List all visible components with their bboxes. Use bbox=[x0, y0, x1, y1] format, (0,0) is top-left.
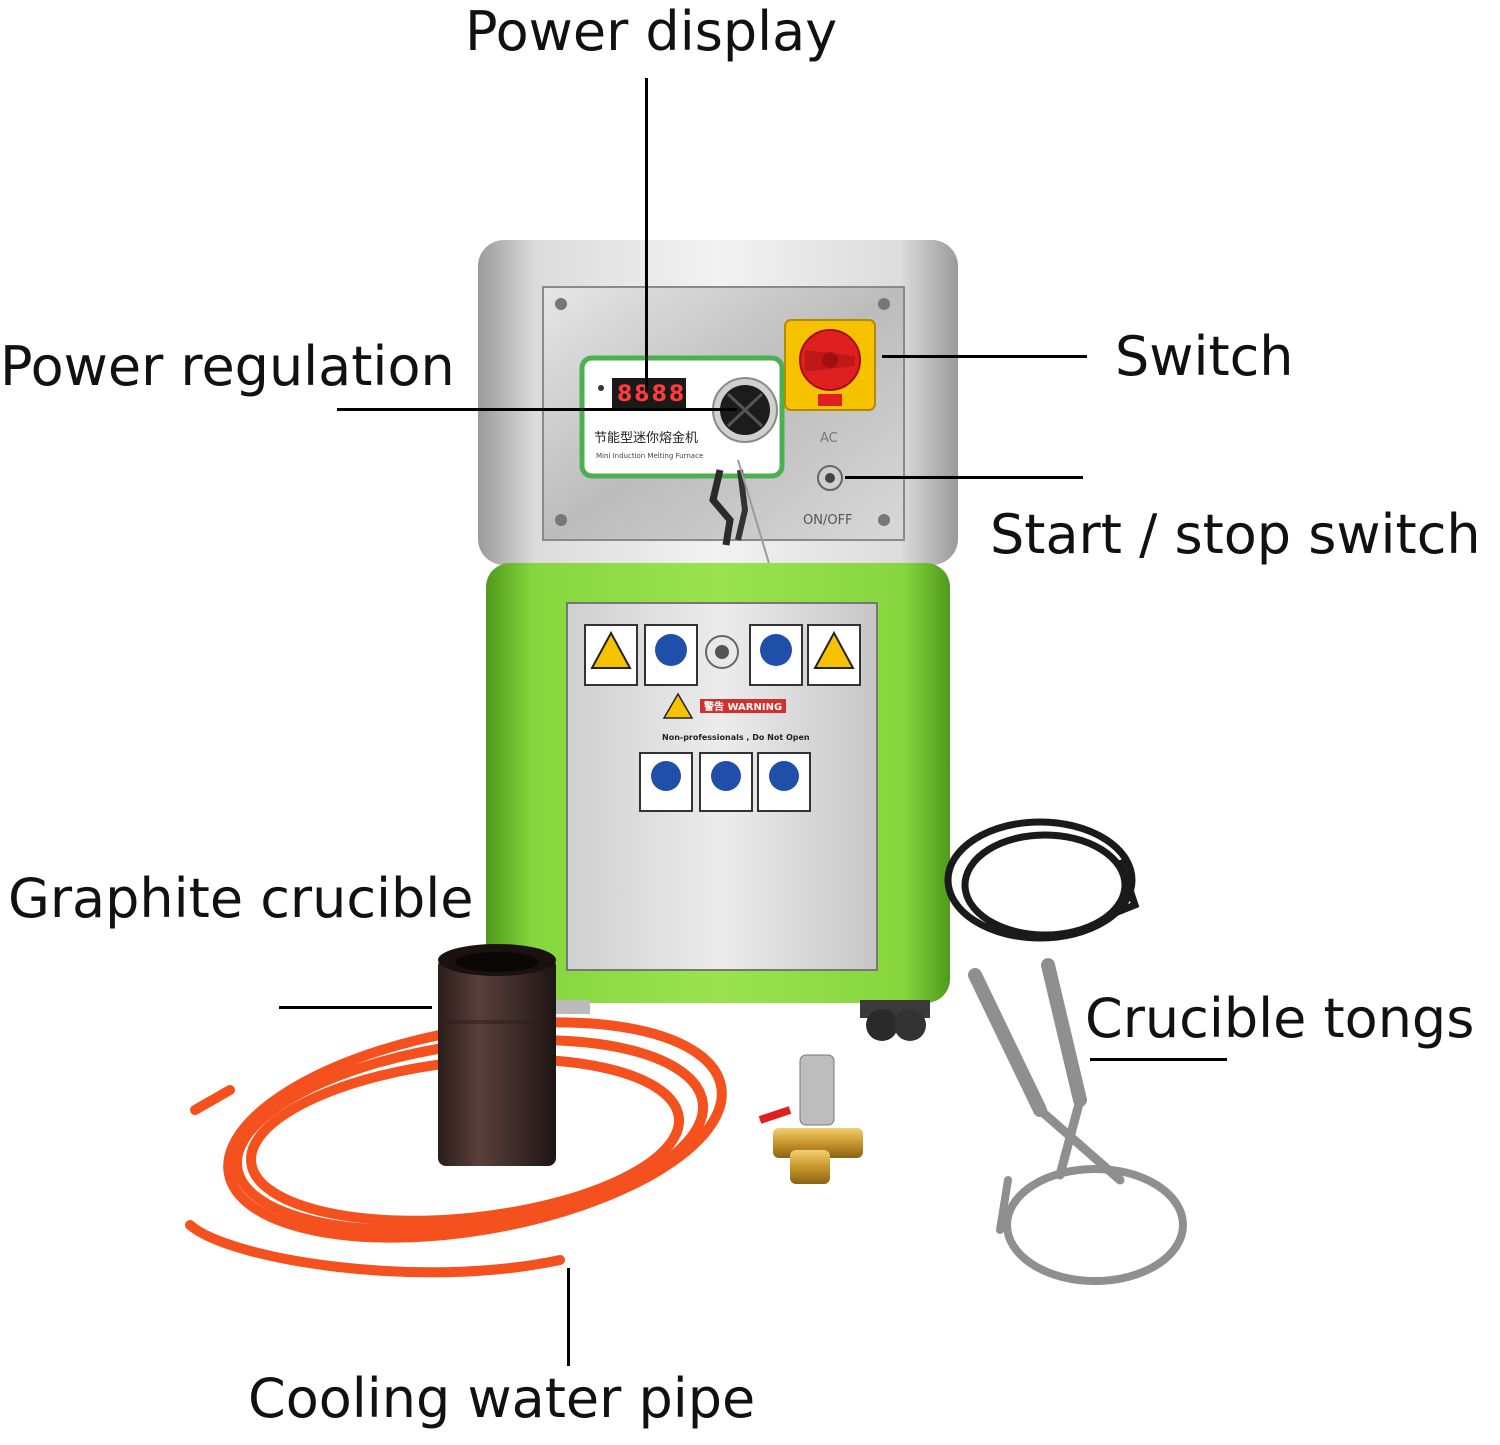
power-regulation-knob bbox=[712, 377, 778, 443]
label-power-display: Power display bbox=[465, 0, 838, 63]
leader-cooling-water-pipe bbox=[567, 1268, 570, 1366]
display-digits: 8888 bbox=[617, 382, 686, 407]
warning-note: Non-professionals , Do Not Open bbox=[662, 733, 810, 742]
label-start-stop-switch: Start / stop switch bbox=[990, 503, 1481, 566]
leader-switch bbox=[882, 355, 1087, 358]
crucible-tongs bbox=[968, 958, 1187, 1285]
leader-graphite-crucible bbox=[279, 1006, 432, 1009]
ac-text: AC bbox=[820, 431, 838, 446]
label-cooling-water-pipe: Cooling water pipe bbox=[248, 1367, 756, 1430]
leader-start-stop bbox=[845, 476, 1083, 479]
leader-power-display bbox=[645, 78, 648, 392]
cooling-hose-coil bbox=[185, 1017, 727, 1278]
label-crucible-tongs: Crucible tongs bbox=[1085, 987, 1475, 1050]
caster-wheels bbox=[540, 1000, 930, 1041]
leader-power-regulation bbox=[337, 408, 737, 411]
power-cable-coil bbox=[944, 818, 1140, 942]
onoff-text: ON/OFF bbox=[803, 513, 853, 528]
warning-signs-top bbox=[584, 624, 861, 686]
label-power-regulation: Power regulation bbox=[0, 335, 455, 398]
brass-valve bbox=[758, 1054, 863, 1184]
warning-signs-bottom bbox=[639, 752, 811, 812]
label-graphite-crucible: Graphite crucible bbox=[8, 867, 474, 930]
warning-text: 警告 WARNING bbox=[703, 700, 782, 713]
label-switch: Switch bbox=[1115, 325, 1294, 388]
panel-title-cn: 节能型迷你熔金机 bbox=[594, 430, 698, 446]
start-stop-button bbox=[817, 465, 843, 491]
graphite-crucible-object bbox=[438, 944, 556, 1166]
panel-title-en: Mini Induction Melting Furnace bbox=[596, 452, 703, 460]
leader-crucible-tongs bbox=[1090, 1058, 1227, 1061]
warning-strip bbox=[662, 692, 786, 719]
main-rotary-switch bbox=[784, 319, 876, 411]
